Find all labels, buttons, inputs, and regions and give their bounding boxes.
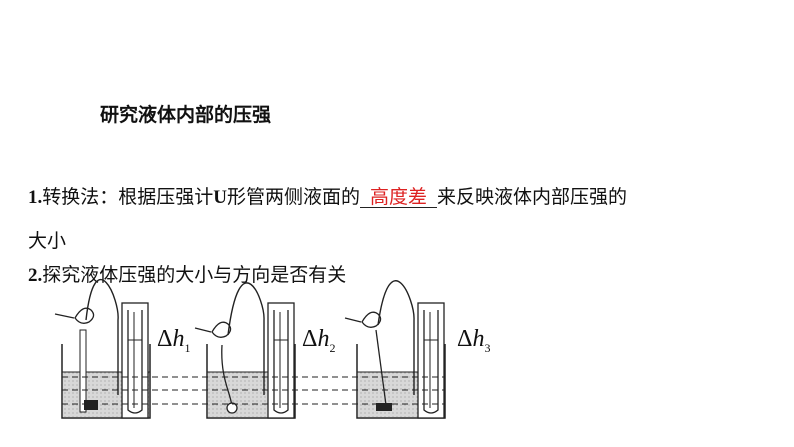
u-tube-frame-3 xyxy=(417,302,445,419)
item-number-1: 1. xyxy=(28,187,43,208)
tube-3 xyxy=(377,280,415,395)
u-tube-frame-2 xyxy=(267,302,295,419)
u-tube-2 xyxy=(273,310,289,414)
statement-1-text-c: 来反映液体内部压强的 xyxy=(437,186,628,208)
statement-1: 1.转换法：根据压强计U形管两侧液面的高度差来反映液体内部压强的 xyxy=(28,182,627,209)
probe-rod-1 xyxy=(79,329,87,413)
statement-1-continuation: 大小 xyxy=(28,230,67,252)
tube-1 xyxy=(85,278,119,395)
delta-h-label-2: Δh2 xyxy=(302,326,336,355)
probe-head-3 xyxy=(376,403,392,411)
delta-h-label-3: Δh3 xyxy=(457,326,491,355)
hand-3 xyxy=(361,311,382,328)
statement-2-text: 探究液体压强的大小与方向是否有关 xyxy=(42,264,347,286)
hand-1 xyxy=(74,307,95,324)
u-tube-frame-1 xyxy=(121,302,149,419)
answer-blank: 高度差 xyxy=(360,182,438,209)
section-title: 研究液体内部的压强 xyxy=(100,104,272,126)
statement-1-text-b: 形管两侧液面的 xyxy=(227,186,361,208)
beaker-3 xyxy=(356,344,446,419)
beaker-1 xyxy=(61,344,151,419)
reference-lines xyxy=(62,376,445,405)
apparatus-1 xyxy=(54,278,151,419)
u-letter: U xyxy=(213,187,227,208)
beaker-2 xyxy=(206,344,296,419)
apparatus-2 xyxy=(194,282,296,419)
apparatus-3 xyxy=(344,280,446,419)
probe-rod-3 xyxy=(375,329,387,406)
u-tube-1 xyxy=(127,310,143,414)
statement-2: 2.探究液体压强的大小与方向是否有关 xyxy=(28,260,346,287)
u-tube-3 xyxy=(423,310,439,414)
hand-2 xyxy=(211,321,232,338)
item-number-2: 2. xyxy=(28,265,43,286)
tube-2 xyxy=(227,282,265,395)
probe-head-2 xyxy=(226,402,238,414)
statement-1-text-a: 转换法：根据压强计 xyxy=(42,186,214,208)
delta-h-label-1: Δh1 xyxy=(157,326,191,355)
probe-head-1 xyxy=(84,400,98,410)
